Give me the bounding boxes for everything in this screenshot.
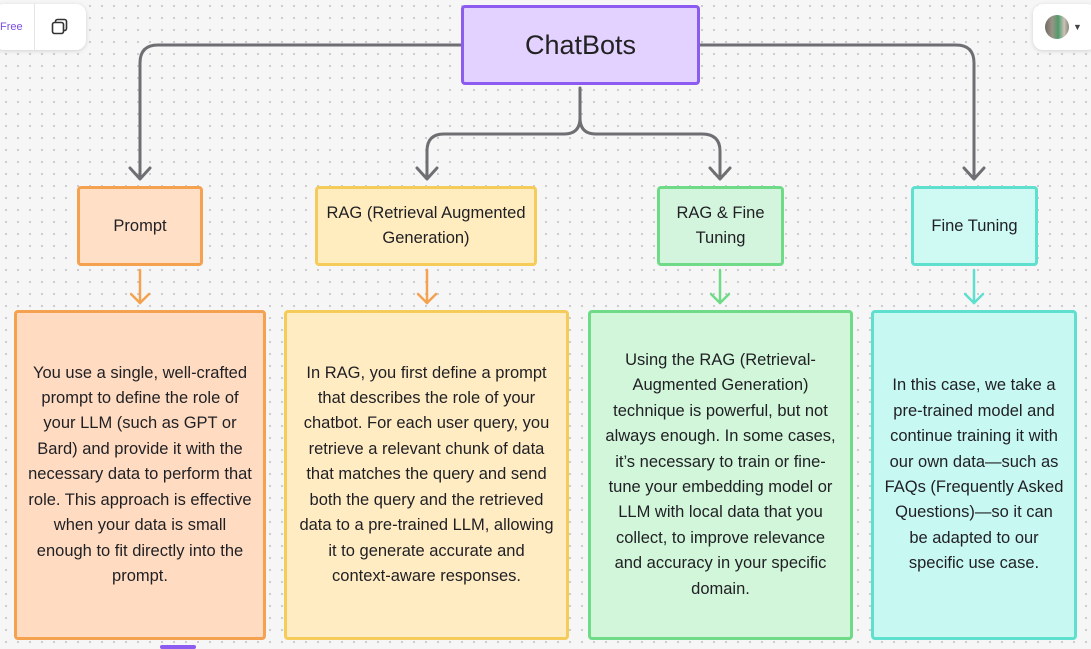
connector-root-to-rag-fine (578, 116, 722, 180)
node-fine-tuning[interactable]: Fine Tuning (911, 186, 1038, 266)
arrowhead-rag (415, 166, 439, 181)
arrowhead-fine-tuning (962, 166, 986, 181)
node-fine-tuning-description[interactable]: In this case, we take a pre-trained mode… (871, 310, 1077, 640)
arrowhead-prompt (128, 166, 152, 181)
plan-badge[interactable]: Free (0, 21, 23, 33)
connector-root-to-prompt (138, 43, 463, 180)
connector-root-trunk (425, 86, 582, 180)
chevron-down-icon[interactable]: ▼ (1073, 22, 1082, 32)
node-rag[interactable]: RAG (Retrieval Augmented Generation) (315, 186, 537, 266)
avatar[interactable] (1045, 15, 1069, 39)
toolbar-divider (34, 4, 35, 50)
node-prompt-description[interactable]: You use a single, well-crafted prompt to… (14, 310, 266, 640)
user-menu-button[interactable]: ▼ (1033, 4, 1091, 50)
duplicate-icon[interactable] (35, 17, 85, 37)
root-node-chatbots[interactable]: ChatBots (461, 5, 700, 85)
node-rag-fine-tuning-description[interactable]: Using the RAG (Retrieval-Augmented Gener… (588, 310, 853, 640)
node-rag-description[interactable]: In RAG, you first define a prompt that d… (284, 310, 569, 640)
connector-root-to-fine-tuning (698, 43, 976, 180)
selection-indicator (160, 645, 196, 649)
node-prompt[interactable]: Prompt (77, 186, 203, 266)
node-rag-fine-tuning[interactable]: RAG & Fine Tuning (657, 186, 784, 266)
top-left-toolbar: Free (0, 4, 86, 50)
arrow-fine-tuning-to-description (963, 268, 985, 305)
arrowhead-rag-fine (708, 166, 732, 181)
arrow-rag-fine-to-description (709, 268, 731, 305)
arrow-rag-to-description (416, 268, 438, 305)
arrow-prompt-to-description (129, 268, 151, 305)
